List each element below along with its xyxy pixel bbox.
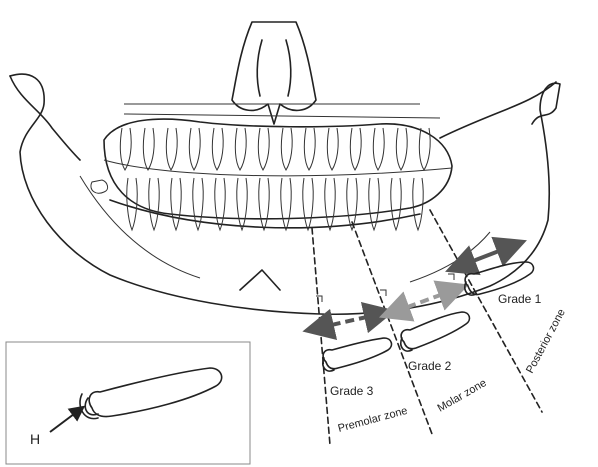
- posterior-zone-label: Posterior zone: [524, 307, 568, 375]
- upper-tooth: [143, 128, 154, 170]
- lower-tooth: [391, 178, 401, 230]
- upper-tooth: [327, 128, 338, 170]
- molar-zone-label: Molar zone: [436, 377, 489, 415]
- lower-tooth: [325, 178, 335, 230]
- premolar-divider: [312, 228, 330, 445]
- upper-tooth: [166, 128, 177, 170]
- lower-tooth: [303, 178, 313, 230]
- molar-divider: [352, 222, 432, 434]
- upper-tooth: [350, 128, 361, 170]
- upper-tooth: [212, 128, 223, 170]
- upper-tooth: [304, 128, 315, 170]
- upper-tooth: [120, 128, 131, 170]
- upper-tooth: [258, 128, 269, 170]
- upper-tooth: [189, 128, 200, 170]
- grade1-span-arrow: [460, 246, 512, 266]
- upper-tooth: [281, 128, 292, 170]
- lower-tooth: [215, 178, 225, 230]
- nasal-structure: [232, 22, 316, 124]
- zone-divider-lines: [312, 210, 542, 445]
- grade3-label: Grade 3: [330, 384, 374, 398]
- lower-tooth: [237, 178, 247, 230]
- condyle-sketch: [91, 180, 108, 193]
- grade1-label: Grade 1: [498, 292, 542, 306]
- lower-tooth: [171, 178, 181, 230]
- grade3-span-arrow: [318, 314, 380, 328]
- posterior-divider: [430, 210, 542, 412]
- upper-teeth-row: [120, 128, 430, 170]
- upper-tooth: [373, 128, 384, 170]
- inset-panel: H: [6, 342, 250, 464]
- upper-tooth: [396, 128, 407, 170]
- upper-tooth: [235, 128, 246, 170]
- inset-marker-label: H: [30, 431, 40, 447]
- lower-tooth: [281, 178, 291, 230]
- implant-grade2: [401, 312, 470, 351]
- implant-grade3: [323, 338, 392, 371]
- mandible-outline: [10, 74, 560, 314]
- grade2-label: Grade 2: [408, 359, 452, 373]
- lower-tooth: [149, 178, 159, 230]
- premolar-zone-label: Premolar zone: [337, 405, 409, 435]
- lower-tooth: [259, 178, 269, 230]
